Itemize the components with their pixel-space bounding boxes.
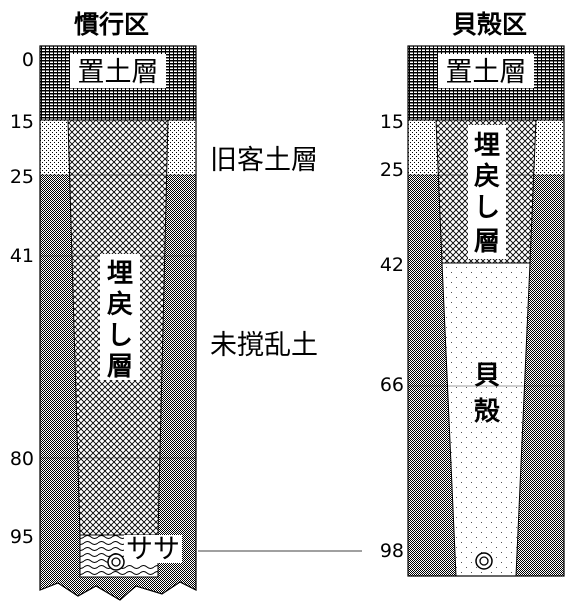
right-fill-char-1: 埋	[474, 131, 500, 161]
undisturbed-label: 未撹乱土	[210, 330, 318, 361]
right-shell-char-2: 殻	[474, 397, 501, 427]
left-depth-15: 15	[10, 111, 34, 133]
right-shell-char-1: 貝	[474, 361, 500, 391]
left-fill-label-box	[100, 254, 140, 380]
left-depth-41: 41	[10, 245, 34, 267]
left-marker-outer	[107, 553, 125, 571]
left-fill-char-4: 層	[107, 352, 133, 382]
right-fill-char-4: 層	[474, 227, 500, 257]
left-cap-label: 置土層	[78, 57, 159, 88]
right-section-title: 貝殻区	[452, 10, 527, 39]
right-profile-outline	[407, 45, 565, 577]
right-depth-98: 98	[380, 540, 404, 562]
left-depth-95: 95	[10, 526, 34, 548]
left-fill-char-1: 埋	[107, 259, 133, 289]
right-depth-scale: 15 25 42 66 98	[380, 111, 404, 562]
right-fill-char-3: し	[474, 193, 500, 223]
left-depth-25: 25	[10, 166, 34, 188]
left-fill-char-3: し	[107, 321, 133, 351]
left-ssa-label: ササ	[126, 534, 180, 565]
left-section-title: 慣行区	[74, 10, 149, 39]
right-cap-label: 置土層	[446, 57, 527, 88]
left-fill-char-2: 戻	[107, 290, 133, 320]
left-ssa-label-box	[124, 535, 182, 563]
right-marker-outer	[475, 552, 493, 570]
left-profile-outline	[39, 45, 197, 601]
left-depth-80: 80	[10, 448, 34, 470]
left-cap-label-box	[70, 54, 166, 88]
left-profile: 置土層 埋 戻 し 層 ササ	[39, 45, 197, 601]
right-profile: 置土層 埋 戻 し 層 貝 殻	[407, 45, 565, 577]
right-fill-char-2: 戻	[474, 162, 500, 192]
left-marker-inner	[111, 557, 121, 567]
right-marker-inner	[479, 556, 489, 566]
right-cap-label-box	[438, 54, 534, 88]
right-depth-15: 15	[380, 111, 404, 133]
left-depth-0: 0	[22, 49, 34, 71]
left-depth-scale: 0 15 25 41 80 95	[10, 49, 34, 548]
right-depth-42: 42	[380, 254, 404, 276]
right-depth-25: 25	[380, 159, 404, 181]
right-depth-66: 66	[380, 374, 404, 396]
old-soil-label: 旧客土層	[210, 145, 318, 176]
right-fill-label-box	[468, 125, 506, 259]
